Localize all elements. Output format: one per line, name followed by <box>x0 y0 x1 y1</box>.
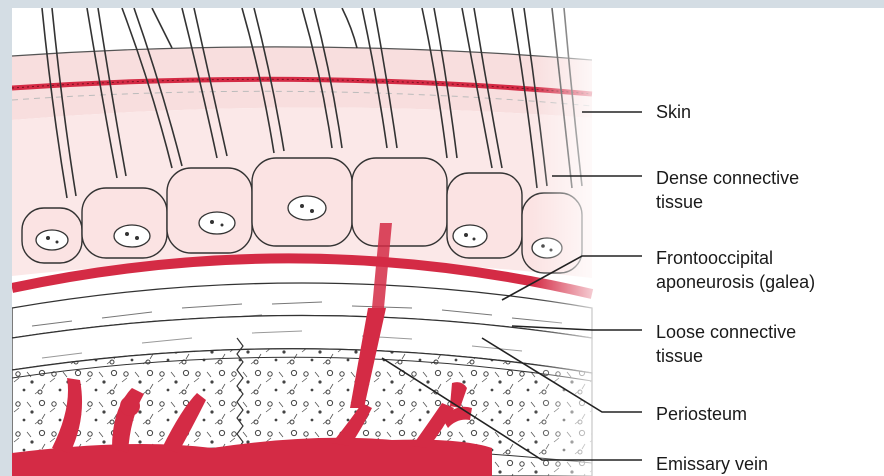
scalp-layers-diagram: Skin Dense connective tissue Frontooccip… <box>12 8 884 476</box>
scalp-illustration <box>12 8 884 476</box>
label-periosteum: Periosteum <box>656 402 747 426</box>
label-emissary-vein: Emissary vein <box>656 452 768 476</box>
dense-connective-tissue <box>12 107 592 278</box>
label-dense-connective-tissue: Dense connective tissue <box>656 166 799 214</box>
label-loose-connective-tissue: Loose connective tissue <box>656 320 796 368</box>
label-galea: Frontooccipital aponeurosis (galea) <box>656 246 815 294</box>
label-skin: Skin <box>656 100 691 124</box>
